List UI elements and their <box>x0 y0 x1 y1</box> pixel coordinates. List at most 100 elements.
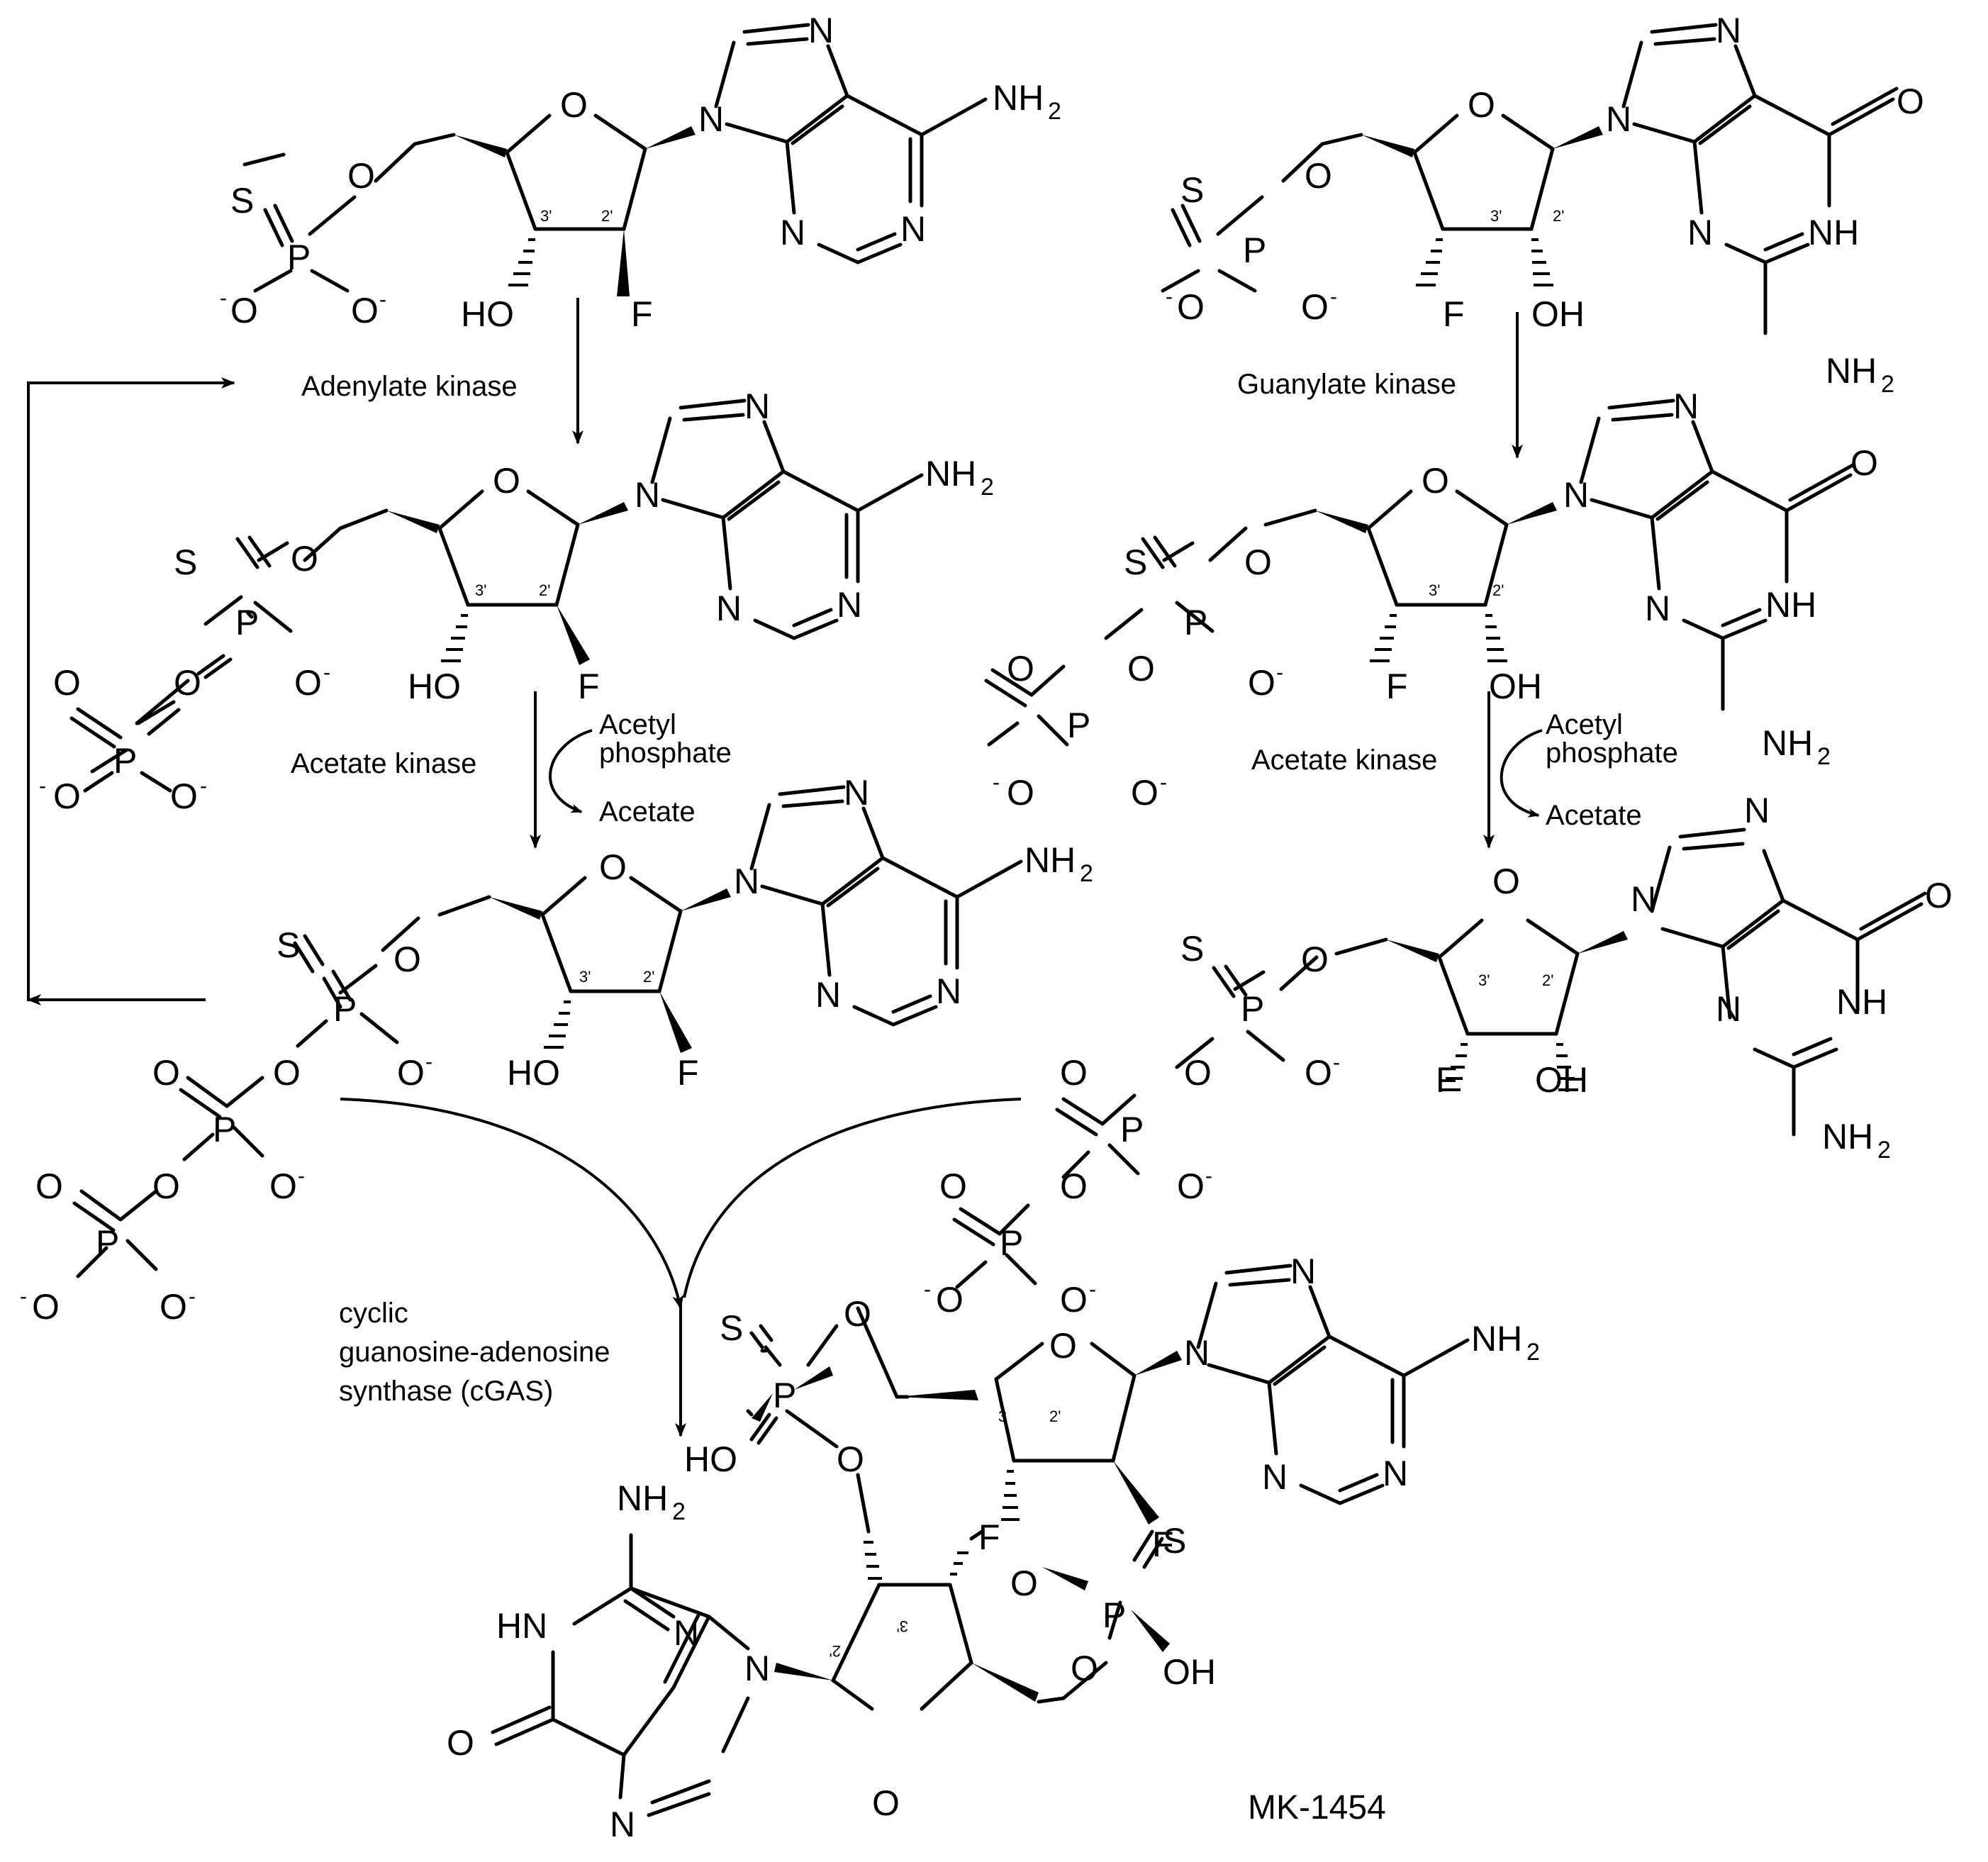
atom-label: O <box>1184 1053 1212 1093</box>
atom-label: O <box>1007 773 1034 813</box>
position-label: 3' <box>540 207 552 225</box>
atom-label: P <box>1102 1595 1126 1635</box>
atom-label: N <box>1645 589 1670 628</box>
atom-label: O <box>174 663 201 703</box>
guo-triphosphate <box>952 827 1927 1289</box>
subscript: 2 <box>1817 743 1831 770</box>
charge-label: - <box>323 661 330 684</box>
atom-label: P <box>1120 1110 1144 1149</box>
atom-label: O <box>273 1053 301 1093</box>
atom-label: P <box>213 1110 236 1149</box>
atom-label: O <box>837 1439 864 1479</box>
atom-label: P <box>1000 1223 1023 1263</box>
atom-label: HO <box>507 1053 560 1093</box>
arrow-guo-cofactor <box>1500 729 1543 818</box>
atom-label: O <box>152 1053 180 1093</box>
atom-label: N <box>1716 989 1741 1029</box>
subscript: 2 <box>981 474 994 501</box>
atom-label: S <box>230 181 254 221</box>
atom-label: N <box>1184 1333 1210 1373</box>
atom-label: N <box>734 862 759 901</box>
charge-label: - <box>189 1285 196 1308</box>
atom-label: NH <box>1024 840 1076 880</box>
position-label: 3' <box>475 581 486 599</box>
atom-label: OH <box>1535 1060 1588 1100</box>
position-label: 2' <box>1542 971 1553 989</box>
atom-label: NH <box>1471 1319 1522 1359</box>
atom-label: NH <box>1762 723 1813 763</box>
atom-label: S <box>174 542 197 582</box>
atom-label: O <box>294 663 322 703</box>
atom-label: N <box>808 11 834 50</box>
position-label: 3' <box>1429 581 1440 599</box>
position-label: 2' <box>830 1642 841 1660</box>
atom-label: S <box>1163 1521 1186 1561</box>
atom-label: P <box>333 989 357 1029</box>
atom-label: N <box>744 1649 770 1688</box>
charge-label: - <box>1205 1164 1212 1188</box>
atom-label: P <box>287 238 311 277</box>
atom-label: N <box>815 975 841 1015</box>
reaction-labels: Adenylate kinase Guanylate kinase Acetat… <box>291 369 1678 1827</box>
cofactor-acetyl-left-1: Acetyl <box>599 709 676 740</box>
atom-label: N <box>1290 1251 1316 1291</box>
atom-label: O <box>269 1166 297 1206</box>
position-label: 3' <box>1490 207 1502 225</box>
guo-diphosphate <box>984 398 1856 747</box>
atom-label: OH <box>1531 294 1585 334</box>
charge-label: - <box>200 774 207 798</box>
arrow-regeneration-loop <box>27 377 235 1001</box>
atom-label: F <box>1386 667 1408 706</box>
charge-label: - <box>1089 1278 1096 1301</box>
atom-label: P <box>235 603 259 642</box>
position-label: 3' <box>897 1617 908 1635</box>
atom-label: N <box>844 773 869 813</box>
charge-label: - <box>298 1164 305 1188</box>
subscript: 2 <box>672 1498 686 1525</box>
atom-label: N <box>1716 11 1741 50</box>
atom-label: O <box>1468 85 1495 125</box>
atom-label: O <box>1071 1649 1098 1688</box>
atom-label: NH <box>617 1478 668 1518</box>
atom-label: O <box>939 1166 967 1206</box>
atom-label: P <box>1241 989 1264 1029</box>
atom-label: F <box>578 667 600 706</box>
atom-label: O <box>560 85 588 125</box>
ade-triphosphate <box>72 785 1023 1278</box>
subscript: 2 <box>1877 1137 1891 1164</box>
atom-label: N <box>780 213 805 252</box>
atom-label: NH <box>1808 213 1859 252</box>
atom-label: HO <box>408 667 461 706</box>
atom-label: O <box>1060 1166 1088 1206</box>
atom-label: O <box>1850 443 1878 483</box>
atom-label: O <box>351 291 379 330</box>
position-label: 3 <box>998 1407 1007 1425</box>
atom-label: O <box>1244 542 1272 582</box>
atom-label: O <box>170 776 198 816</box>
charge-label: - <box>993 771 1000 794</box>
enzyme-cgas-line2: guanosine-adenosine <box>339 1337 610 1368</box>
charge-label: - <box>924 1278 931 1301</box>
enzyme-cgas-line1: cyclic <box>339 1298 408 1329</box>
atom-label: HO <box>684 1439 737 1479</box>
atom-label: F <box>1443 294 1465 334</box>
charge-label: - <box>425 1050 432 1074</box>
position-label: 2' <box>1553 207 1564 225</box>
enzyme-adenylate-kinase: Adenylate kinase <box>301 371 518 402</box>
enzyme-guanylate-kinase: Guanylate kinase <box>1237 369 1456 400</box>
atom-label: O <box>397 1053 425 1093</box>
subscript: 2 <box>1881 371 1894 398</box>
atom-label: F <box>677 1053 699 1093</box>
atom-label: P <box>1184 603 1207 642</box>
position-label: 2' <box>539 581 550 599</box>
enzyme-acetate-kinase-left: Acetate kinase <box>291 748 476 779</box>
atom-label: O <box>1305 1053 1332 1093</box>
atom-label: F <box>978 1517 1000 1557</box>
atom-label: O <box>32 1287 60 1327</box>
mk1454-structure <box>491 1264 1470 1817</box>
atom-label: O <box>1060 1280 1088 1320</box>
atom-label: S <box>277 925 300 965</box>
atom-label: HO <box>461 294 514 334</box>
atom-label: O <box>1301 940 1329 979</box>
atom-label: S <box>1124 542 1147 582</box>
